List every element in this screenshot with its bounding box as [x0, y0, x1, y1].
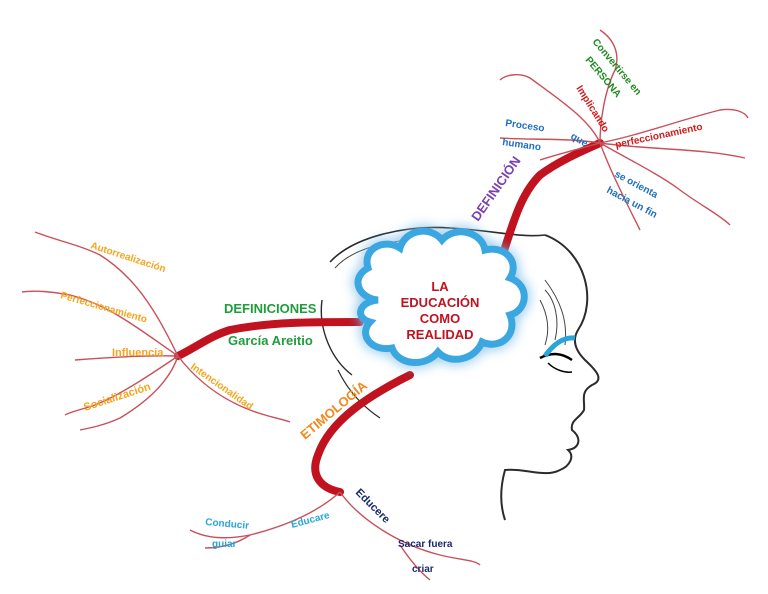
center-line-4: REALIDAD: [406, 327, 473, 342]
center-cloud: [354, 227, 528, 366]
influencia-label: Influencia: [112, 347, 164, 359]
criar-label: criar: [412, 564, 434, 575]
main-branches: [174, 139, 604, 496]
branch-definicion: [491, 139, 604, 279]
center-line-2: EDUCACIÓN: [401, 295, 480, 310]
autorrealizacion-label: Autorrealización: [89, 240, 167, 275]
perfeccionamiento-label: Perfeccionamiento: [59, 290, 148, 325]
guiar-label: guiar: [212, 539, 237, 550]
branch-definiciones: [174, 318, 364, 360]
humano-label: humano: [502, 137, 542, 153]
garcia-areitio-label: García Areitio: [228, 333, 313, 348]
branch-etimologia: [311, 371, 414, 496]
sub-branches: [21, 29, 749, 581]
center-title: LA EDUCACIÓN COMO REALIDAD: [401, 279, 480, 342]
center-line-1: LA: [431, 279, 449, 294]
intencionalidad-label: Intencionalidad: [188, 361, 254, 412]
implicando-label: Implicando: [573, 84, 610, 135]
proceso-label: Proceso: [505, 118, 546, 134]
socializacion-label: Socialización: [82, 381, 152, 414]
definicion-labels: DEFINICIÓN Proceso humano que Implicando…: [468, 37, 703, 224]
definiciones-label: DEFINICIONES: [224, 301, 317, 316]
conducir-label: Conducir: [205, 517, 250, 532]
sacar-fuera-label: Sacar fuera: [398, 539, 453, 550]
educere-label: Educere: [353, 487, 392, 526]
center-line-3: COMO: [420, 311, 460, 326]
